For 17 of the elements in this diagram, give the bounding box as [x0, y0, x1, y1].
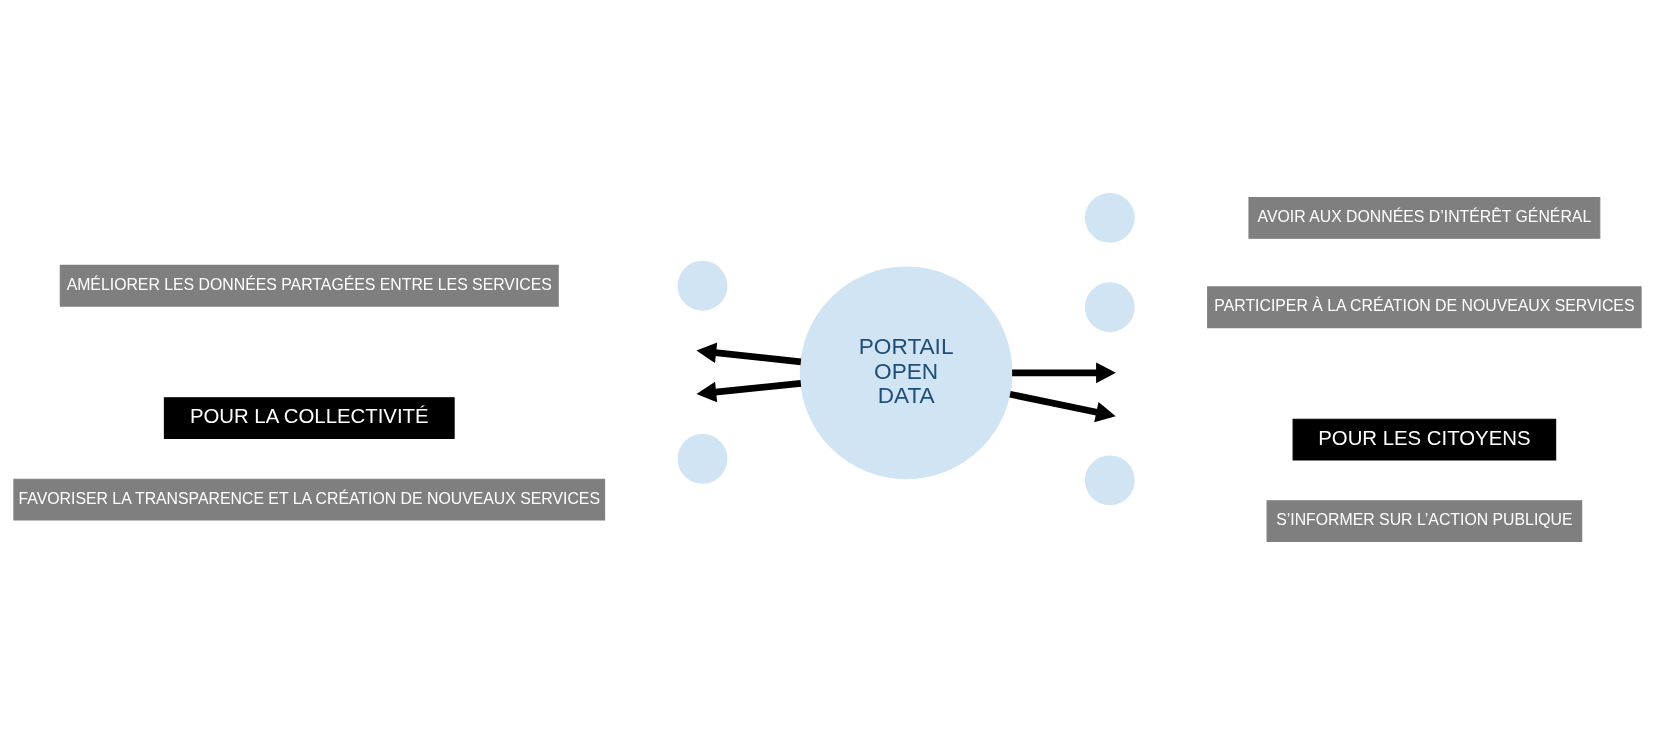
node-circle — [1084, 454, 1135, 505]
node-circle — [1084, 281, 1135, 332]
node-box: FAVORISER LA TRANSPARENCE ET LA CRÉATION DE NOUVEAUX SERVICES — [13, 478, 606, 521]
node-circle: PORTAIL OPEN DATA — [799, 266, 1013, 479]
node-box: PARTICIPER À LA CRÉATION DE NOUVEAUX SERVICES — [1207, 285, 1642, 328]
node-circle — [1084, 192, 1135, 243]
arrow — [696, 341, 802, 365]
node-box: S’INFORMER SUR L’ACTION PUBLIQUE — [1266, 499, 1583, 542]
node-box: AVOIR AUX DONNÉES D’INTÉRÊT GÉNÉRAL — [1248, 196, 1601, 239]
node-box: POUR LES CITOYENS — [1292, 418, 1557, 461]
node-circle — [677, 433, 728, 484]
arrow — [1009, 390, 1116, 422]
node-circle — [677, 260, 728, 311]
arrow — [1012, 362, 1116, 383]
node-box: POUR LA COLLECTIVITÉ — [163, 396, 455, 439]
arrow — [696, 379, 802, 402]
node-box: AMÉLIORER LES DONNÉES PARTAGÉES ENTRE LES SERVICES — [59, 264, 559, 307]
